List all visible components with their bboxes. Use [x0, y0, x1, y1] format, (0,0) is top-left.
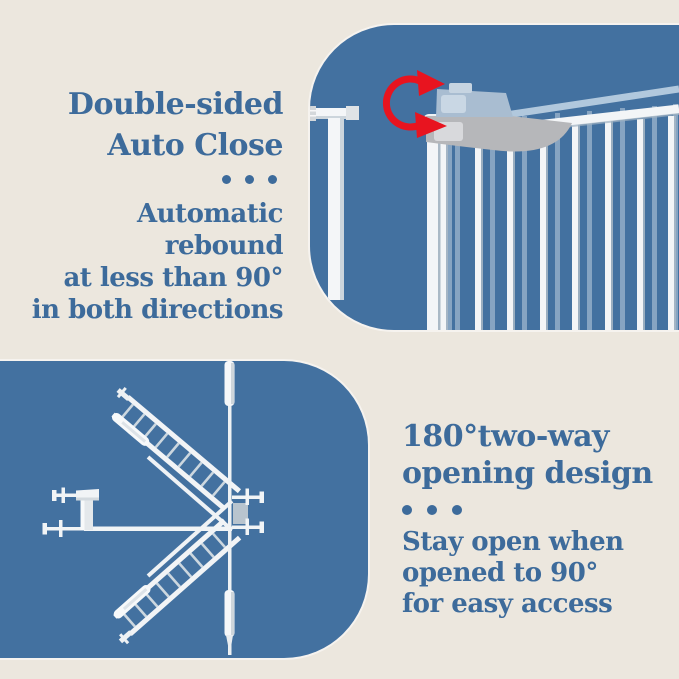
auto-close-panel: [310, 25, 679, 330]
two-way-title-line-2: opening design: [402, 456, 653, 491]
dot: [222, 174, 231, 184]
auto-close-text-block: Double-sided Auto Close Automatic reboun…: [30, 84, 284, 326]
auto-close-hinge: [423, 83, 572, 152]
auto-close-body-line-2: at less than 90°: [63, 263, 283, 293]
dot: [402, 504, 412, 515]
wall-mount-post: [310, 106, 359, 300]
two-way-panel: [0, 361, 368, 658]
gate-hinge-illustration: [310, 70, 679, 330]
two-way-body-line-1: Stay open when: [402, 527, 624, 557]
gate-open-down-position: [113, 518, 242, 645]
divider-dots: [402, 504, 662, 515]
two-way-title-line-1: 180°two-way: [402, 419, 609, 454]
dot: [245, 174, 254, 184]
auto-close-title-line-2: Auto Close: [107, 128, 283, 163]
ghost-top-rail: [505, 85, 679, 119]
auto-close-title: Double-sided Auto Close: [30, 84, 284, 166]
auto-close-body-line-3: in both directions: [31, 295, 284, 325]
gate-bars: [440, 116, 676, 330]
gate-opening-illustration: [42, 361, 264, 655]
two-way-body-line-3: for easy access: [402, 589, 613, 619]
wall-mount-left: [52, 487, 99, 530]
auto-close-body-line-1: Automatic rebound: [136, 199, 284, 261]
divider-dots: [30, 174, 283, 184]
dot: [268, 174, 277, 184]
two-way-body-line-2: opened to 90°: [402, 558, 598, 588]
dot: [427, 504, 437, 515]
auto-close-arrow-icon: [382, 70, 447, 138]
gate-hinge-post: [427, 121, 441, 330]
wall-mount-right: [232, 488, 264, 535]
two-way-text-block: 180°two-way opening design Stay open whe…: [402, 418, 662, 620]
auto-close-title-line-1: Double-sided: [67, 87, 284, 122]
two-way-title: 180°two-way opening design: [402, 418, 662, 492]
gate-open-up-position: [111, 386, 242, 511]
dot: [452, 504, 462, 515]
two-way-body: Stay open when opened to 90° for easy ac…: [402, 527, 662, 620]
gate-closed-position: [224, 361, 235, 655]
hinge-cross-rails: [146, 455, 234, 578]
frame-rail: [42, 520, 232, 537]
auto-close-body: Automatic rebound at less than 90° in bo…: [30, 198, 284, 326]
